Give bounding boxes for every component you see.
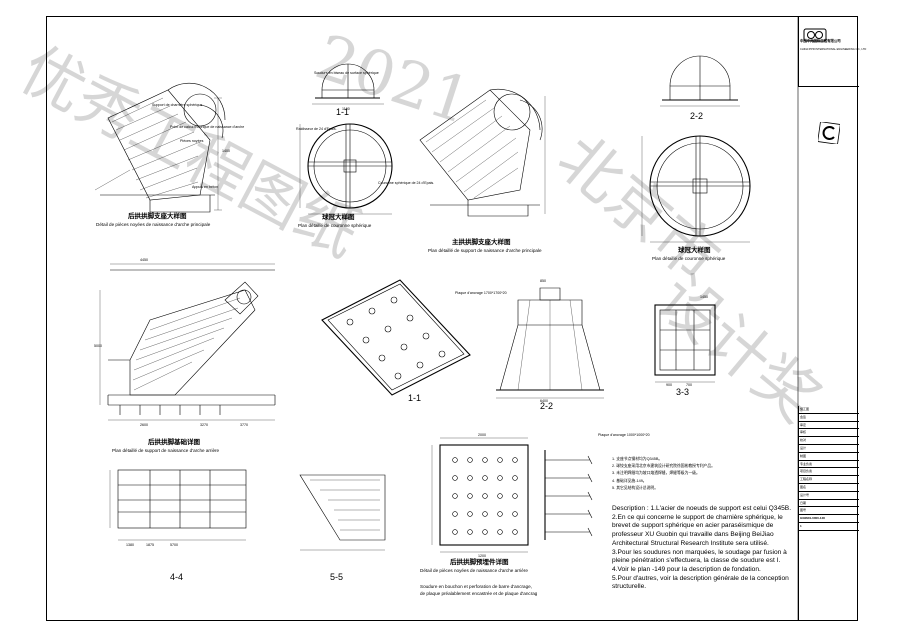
- dim-2: 1400: [222, 149, 230, 153]
- tb-row-2: 审定: [799, 422, 859, 430]
- caption-rear-support-cn: 后拱拱脚支座大样图: [128, 213, 187, 220]
- dim-14: 1875: [146, 543, 154, 547]
- dim-11: 1450: [700, 295, 708, 299]
- label-plaque-ancrage: Plaque d'ancrage 1000*1000*20: [598, 433, 650, 437]
- description-item-5: 5.Pour d'autres, voir la description gén…: [612, 574, 789, 591]
- caption-embedded-fr2: Soudure en bouchon et perforation de bar…: [420, 584, 532, 589]
- caption-spherical2-fr: Plan détaillé de couronne sphérique: [652, 256, 726, 261]
- section-4-4: [109, 469, 247, 541]
- section-1-1-plate: [321, 279, 471, 396]
- caption-main-support-cn: 主拱拱脚支座大样图: [452, 239, 511, 246]
- notes-cn: 1. 支座节点钢材均为Q345B。 2. 球铰支座采用北京市建筑设计研究院徐国彬…: [612, 456, 715, 492]
- tb-row-6: 制图: [799, 453, 859, 461]
- drawing-frame: [46, 16, 858, 621]
- section-3-3-square: [654, 304, 716, 383]
- note-cn-2: 2. 球铰支座采用北京市建筑设计研究院徐国彬教授专利产品。: [612, 464, 715, 469]
- dim-9: 900: [666, 383, 672, 387]
- note-cn-4: 4. 基础详见施-149。: [612, 478, 647, 483]
- section-1-1-top: [312, 63, 384, 105]
- section-label-1-1-top: 1-1: [336, 107, 350, 117]
- label-weld-note: Soudure en biseau de surface sphérique: [314, 71, 379, 75]
- description-item-3: 3.Pour les soudures non marquées, le sou…: [612, 548, 787, 565]
- label-pieces-noyees: Pièces noyées: [180, 139, 204, 143]
- dim-18: 1200: [478, 554, 486, 558]
- dim-7: 3770: [240, 423, 248, 427]
- section-label-2-2-mid: 2-2: [540, 401, 554, 411]
- dim-4: 4450: [140, 258, 148, 262]
- tb-row-1: 会签: [799, 414, 859, 422]
- description-fr: Description : 1.L'acier de noeuds de sup…: [612, 505, 792, 592]
- tb-sheet-number: 1: [799, 523, 859, 531]
- section-label-2-2-top: 2-2: [690, 111, 704, 121]
- note-cn-5: 5. 其它见结构设计总说明。: [612, 485, 658, 490]
- section-2-2-top: [660, 55, 740, 107]
- dim-12: 5700: [170, 543, 178, 547]
- section-5-5: [299, 474, 386, 551]
- tb-row-5: 设计: [799, 445, 859, 453]
- caption-main-support-fr: Plan détaillé de support de naissance d'…: [428, 248, 542, 253]
- tb-row-11: 设计号: [799, 492, 859, 500]
- dim-5: 5000: [94, 344, 102, 348]
- tb-row-12: 日期: [799, 500, 859, 508]
- caption-embedded-fr3: de plaque préalablement encastrée et de …: [420, 591, 538, 596]
- caption-rear-base-cn: 后拱拱脚基础详图: [148, 439, 200, 446]
- spherical-crown-plan-2: [641, 135, 751, 243]
- rear-arch-base-detail: [99, 263, 276, 421]
- section-label-1-1-mid: 1-1: [408, 393, 422, 403]
- tb-row-8: 项目负责: [799, 468, 859, 477]
- tb-row-9: 工程名称: [799, 476, 859, 484]
- caption-spherical-cn: 球冠大样图: [322, 214, 355, 221]
- section-label-5-5: 5-5: [330, 572, 344, 582]
- description-item-2: 2.En ce qui concerne le support de charn…: [612, 513, 783, 547]
- tb-row-7: 专业负责: [799, 461, 859, 469]
- caption-embedded-cn: 后拱拱脚预埋件详图: [450, 559, 509, 566]
- tb-drawing-number: G09N01-0000-148: [799, 515, 859, 523]
- title-block: 施工图 会签 审定 审核 校对 设计 制图 专业负责 项目负责 工程名称 图名 …: [798, 406, 859, 621]
- section-2-2-trapezoid: [496, 287, 604, 399]
- caption-rear-base-fr: Plan détaillé de support de naissance d'…: [112, 448, 220, 453]
- tb-row-3: 审核: [799, 429, 859, 438]
- tb-row-13: 图号: [799, 507, 859, 516]
- description-heading: Description : 1.L'acier de noeuds de sup…: [612, 505, 792, 512]
- dim-1: 1100: [342, 107, 350, 111]
- tb-phase: 施工图: [799, 406, 859, 414]
- tb-row-10: 图名: [799, 484, 859, 492]
- note-cn-1: 1. 支座节点钢材均为Q345B。: [612, 457, 663, 461]
- dim-10: 700: [686, 383, 692, 387]
- label-raidisseur: Raidisseur de 24 d'Epais.: [296, 127, 337, 131]
- description-item-4: 4.Voir le plan -149 pour la description …: [612, 565, 761, 573]
- caption-rear-support-fr: Détail de pièces noyées de naissance d'a…: [96, 222, 211, 227]
- company-name-cn: 中国中元国际工程有限公司: [800, 39, 841, 43]
- dim-15: 6400: [540, 399, 548, 403]
- dim-17: 2000: [478, 433, 486, 437]
- main-arch-support-detail: [419, 88, 546, 217]
- embedded-parts-detail: [431, 437, 593, 553]
- caption-spherical2-cn: 球冠大样图: [678, 247, 711, 254]
- note-cn-3: 3. 未注明焊缝均为坡口熔透焊缝，焊缝等级为一级。: [612, 471, 700, 476]
- dim-16: 850: [540, 279, 546, 283]
- dim-13: 1380: [126, 543, 134, 547]
- dim-3: 1500: [342, 216, 350, 220]
- caption-spherical-fr: Plan détaillé de couronne sphérique: [298, 223, 372, 228]
- dim-6: 3270: [200, 423, 208, 427]
- company-name-en: CHINA IPPR INTERNATIONAL ENGINEERING CO.…: [800, 48, 867, 51]
- label-support-sphere: Support de charnière sphérique: [152, 103, 203, 107]
- label-couronne: Couronne sphérique de 24 d'Epais.: [378, 181, 435, 185]
- dim-8: 2600: [140, 423, 148, 427]
- company-logo-icon: [803, 28, 827, 42]
- company-logo-block: [798, 16, 859, 87]
- label-appuis-beton: Appuis en béton: [192, 185, 218, 189]
- label-calc-point: Point de calcul théorique de naissance d…: [170, 125, 245, 129]
- tb-row-4: 校对: [799, 437, 859, 445]
- section-label-3-3: 3-3: [676, 387, 690, 397]
- spherical-crown-plan-1: [299, 123, 393, 215]
- caption-embedded-fr: Détail de pièces noyées de naissance d'a…: [420, 568, 528, 573]
- section-label-4-4: 4-4: [170, 572, 184, 582]
- rear-arch-support-detail: [94, 83, 226, 213]
- north-arrow-icon: [818, 122, 840, 144]
- label-plaque-ancrage2: Plaque d'ancrage 1700*1700*20: [455, 291, 507, 295]
